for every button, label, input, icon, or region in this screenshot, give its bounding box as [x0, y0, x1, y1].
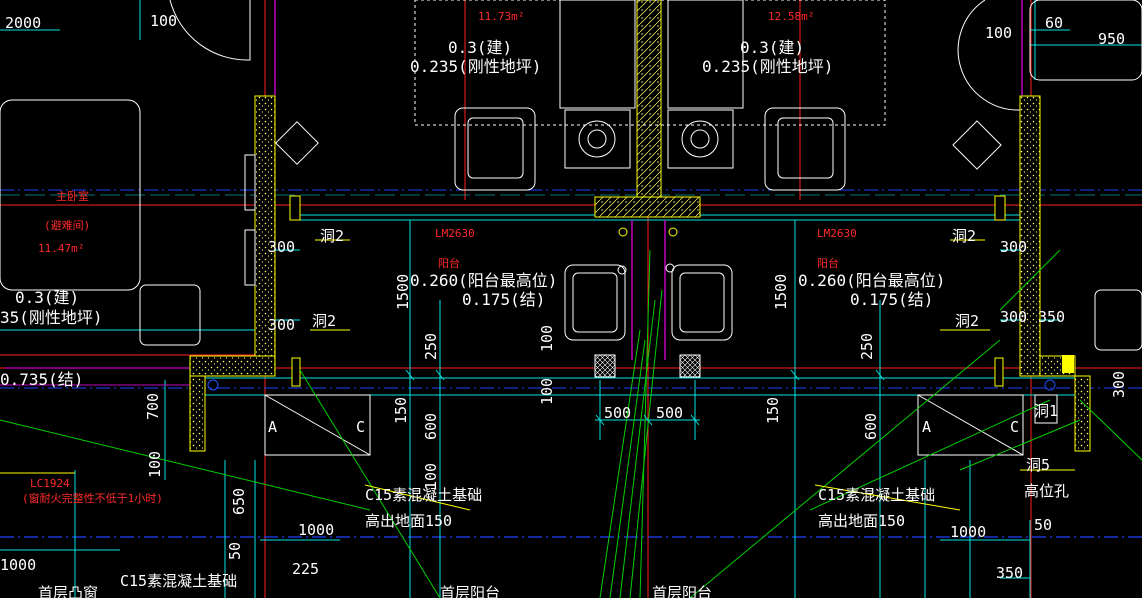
- high-hole-label: 高位孔: [1024, 482, 1069, 500]
- foundation-note: 高出地面150: [365, 512, 452, 530]
- level-label: 0.175(结): [462, 290, 545, 309]
- dimension-text: 100: [422, 463, 440, 490]
- level-label: 0.260(阳台最高位): [410, 271, 557, 290]
- dimension-text: 1000: [950, 523, 986, 541]
- hole-label: 洞2: [952, 227, 976, 245]
- dimension-text: 300: [1000, 238, 1027, 256]
- hole-label: 洞5: [1026, 456, 1050, 474]
- level-label: 0.3(建): [15, 288, 79, 307]
- walls: [189, 0, 1091, 452]
- dimension-text: 225: [292, 560, 319, 578]
- dimension-text: 50: [1034, 516, 1052, 534]
- bay-window-note: 首层凸窗: [38, 584, 98, 598]
- dimension-text: 250: [422, 333, 440, 360]
- level-label: 0.735(结): [0, 370, 83, 389]
- room-area-master: 11.47m²: [38, 242, 84, 255]
- balcony-label-right: 阳台: [817, 256, 839, 270]
- hole-label: 洞2: [955, 312, 979, 330]
- hole-label: 洞2: [312, 312, 336, 330]
- window-code: LC1924: [30, 477, 70, 490]
- window-note: (窗耐火完整性不低于1小时): [22, 491, 163, 505]
- dimension-text: 300: [268, 316, 295, 334]
- note-leaders: [0, 239, 1075, 511]
- room-name-refuge: (避难间): [44, 218, 90, 232]
- foundation-note: C15素混凝土基础: [120, 572, 237, 590]
- box-marker: C: [356, 418, 365, 436]
- dimension-text: 150: [764, 397, 782, 424]
- door-code-right: LM2630: [817, 227, 857, 240]
- door-code-left: LM2630: [435, 227, 475, 240]
- dimension-text: 1500: [772, 274, 790, 310]
- leader-lines: [0, 249, 1142, 598]
- dimension-text: 150: [392, 397, 410, 424]
- box-marker: A: [268, 418, 277, 436]
- level-label: 35(刚性地坪): [0, 308, 103, 327]
- dimension-text: 600: [422, 413, 440, 440]
- hole-label: 洞2: [320, 227, 344, 245]
- room-area-left: 11.73m²: [478, 10, 524, 23]
- dimension-text: 500: [604, 404, 631, 422]
- dimension-text: 300: [268, 238, 295, 256]
- level-label: 0.235(刚性地坪): [702, 57, 833, 76]
- level-labels: 0.3(建) 0.235(刚性地坪) 0.3(建) 0.235(刚性地坪) 0.…: [0, 38, 945, 389]
- hole-label: 洞1: [1034, 402, 1058, 420]
- dimension-text: 250: [858, 333, 876, 360]
- foundation-note: C15素混凝土基础: [818, 486, 935, 504]
- dimension-text: 350: [1038, 308, 1065, 326]
- level-label: 0.3(建): [448, 38, 512, 57]
- level-label: 0.3(建): [740, 38, 804, 57]
- room-area-right: 12.58m²: [768, 10, 814, 23]
- foundation-note: 高出地面150: [818, 512, 905, 530]
- dimension-text: 100: [538, 325, 556, 352]
- room-name-master: 主卧室: [56, 189, 89, 203]
- room-labels: 11.73m² 12.58m² 主卧室 (避难间) 11.47m² LC1924…: [22, 10, 857, 505]
- box-marker: C: [1010, 418, 1019, 436]
- notes: C15素混凝土基础 高出地面150 C15素混凝土基础 高出地面150 C15素…: [38, 227, 1069, 598]
- dimension-text: 500: [656, 404, 683, 422]
- dimensions: 2000 100 100 60 950 300 300 300 300 350 …: [0, 12, 1128, 582]
- dimension-text: 1500: [394, 274, 412, 310]
- dimension-text: 1000: [298, 521, 334, 539]
- furniture: [0, 0, 1142, 456]
- dimension-text: 50: [226, 542, 244, 560]
- level-label: 0.260(阳台最高位): [798, 271, 945, 290]
- balcony-note: 首层阳台: [440, 584, 500, 598]
- dimension-text: 950: [1098, 30, 1125, 48]
- dimension-text: 100: [146, 451, 164, 478]
- dimension-text: 1000: [0, 556, 36, 574]
- dimension-text: 300: [1110, 371, 1128, 398]
- dimension-text: 100: [538, 378, 556, 405]
- dimension-text: 300: [1000, 308, 1027, 326]
- balcony-label-left: 阳台: [438, 256, 460, 270]
- foundation-note: C15素混凝土基础: [365, 486, 482, 504]
- dimension-text: 650: [230, 488, 248, 515]
- level-label: 0.175(结): [850, 290, 933, 309]
- dimension-text: 2000: [5, 14, 41, 32]
- dim-ticks: [405, 369, 885, 426]
- dimension-text: 700: [144, 393, 162, 420]
- dimension-text: 100: [985, 24, 1012, 42]
- dimension-text: 100: [150, 12, 177, 30]
- magenta-lines: [0, 0, 1023, 386]
- dimension-text: 600: [862, 413, 880, 440]
- dimension-text: 60: [1045, 14, 1063, 32]
- balcony-note: 首层阳台: [652, 584, 712, 598]
- level-label: 0.235(刚性地坪): [410, 57, 541, 76]
- dimension-text: 350: [996, 564, 1023, 582]
- box-marker: A: [922, 418, 931, 436]
